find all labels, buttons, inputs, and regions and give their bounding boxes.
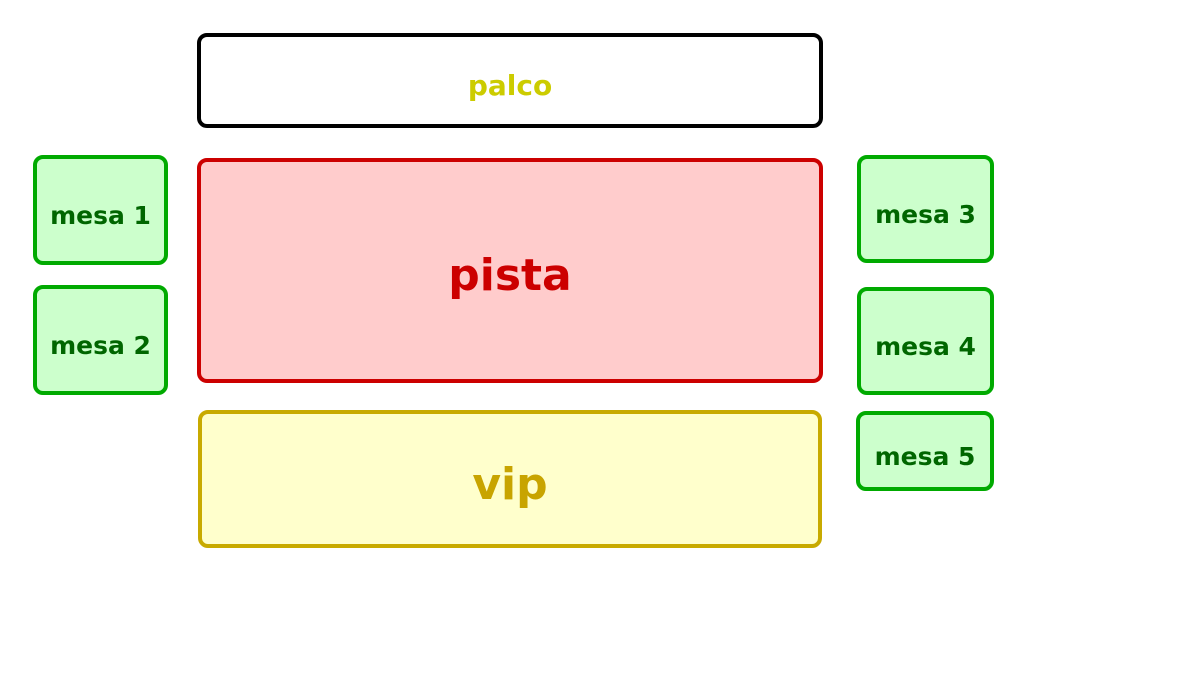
table-mesa-5[interactable]: mesa 5 bbox=[856, 411, 994, 491]
table-mesa-2[interactable]: mesa 2 bbox=[33, 285, 168, 395]
table-mesa-3-label: mesa 3 bbox=[875, 199, 976, 229]
table-mesa-1-label: mesa 1 bbox=[50, 200, 151, 230]
zone-palco[interactable]: palco bbox=[197, 33, 823, 128]
table-mesa-1[interactable]: mesa 1 bbox=[33, 155, 168, 265]
zone-pista[interactable]: pista bbox=[197, 158, 823, 383]
table-mesa-4-label: mesa 4 bbox=[875, 331, 976, 361]
table-mesa-4[interactable]: mesa 4 bbox=[857, 287, 994, 395]
zone-pista-label: pista bbox=[448, 250, 572, 301]
table-mesa-5-label: mesa 5 bbox=[874, 441, 976, 471]
zone-palco-label: palco bbox=[467, 69, 553, 102]
table-mesa-3[interactable]: mesa 3 bbox=[857, 155, 994, 263]
zone-vip-label: vip bbox=[472, 458, 548, 510]
table-mesa-2-label: mesa 2 bbox=[50, 330, 151, 360]
zone-vip[interactable]: vip bbox=[198, 410, 822, 548]
